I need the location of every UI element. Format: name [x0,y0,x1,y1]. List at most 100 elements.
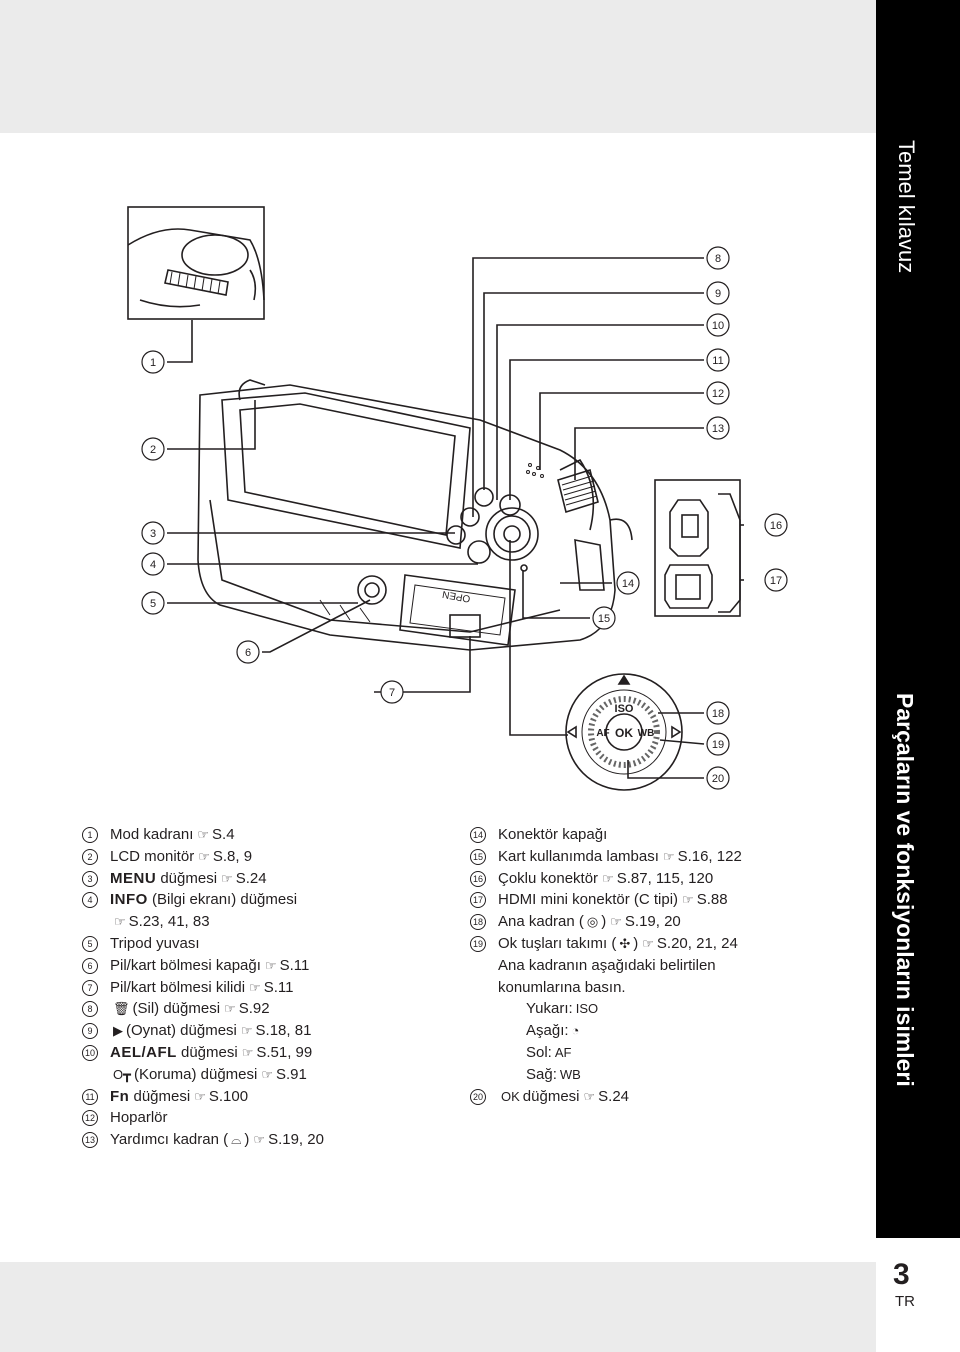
button-icon: OK [501,1088,520,1104]
callout-circle [616,571,640,595]
item-number: 11 [82,1088,98,1105]
page-reference: S.19, 20 [624,913,681,931]
page-reference: S.8, 9 [212,847,253,865]
button-key-label: AEL/AFL [110,1043,177,1061]
callout-number: 13 [712,423,724,435]
callout-circle [592,606,616,630]
direction-item: Yukarı:ISO [470,998,830,1020]
direction-item: Sağ:WB [470,1064,830,1086]
button-icon: 🗑 [113,1001,130,1017]
page-reference: S.11 [279,956,310,974]
callout-number: 18 [712,708,724,720]
item-text: (Koruma) düğmesi [133,1065,258,1083]
bottom-band [0,1262,876,1352]
item-text: Pil/kart bölmesi kapağı [110,956,261,974]
item-description: Ana kadranın aşağıdaki belirtilen [498,956,716,974]
mode-dial-inset [127,206,265,320]
ref-icon: ☞ [642,935,654,951]
ref-icon: ☞ [221,870,233,886]
ref-icon: ☞ [253,1132,266,1148]
item-text: Ok tuşları takımı ( [498,934,617,952]
item-number: 5 [82,935,98,952]
camera-diagram: OPEN ISO AF WB OK 1234567891011121314151… [127,206,788,791]
callout-number: 20 [712,773,724,785]
item-text: düğmesi [181,1043,238,1061]
item-text: Kart kullanımda lambası [498,847,659,865]
callout-circle [706,701,730,725]
item-number: 8 [82,1001,98,1018]
dial-af-label: AF [596,728,609,739]
item-text: düğmesi [522,1087,580,1105]
direction-item: Aşağı:◔ [470,1020,830,1042]
callout-number: 4 [150,559,156,571]
item-text: (Bilgi ekranı) düğmesi [152,891,298,909]
item-text: Konektör kapağı [498,826,608,843]
top-band [0,0,876,133]
page-reference: S.91 [276,1065,307,1083]
item-text: ) [633,934,639,952]
item-number: 16 [470,870,486,887]
direction-label: Yukarı: [526,1000,573,1018]
callout-number: 19 [712,739,724,751]
callout-number: 10 [712,320,724,332]
door-open-label: OPEN [441,588,471,604]
ref-icon: ☞ [264,957,277,973]
item-number: 17 [470,892,486,909]
direction-icon: AF [554,1044,572,1060]
dial-iso-label: ISO [615,703,634,715]
list-item: 8🗑(Sil) düğmesi☞S.92 [82,998,442,1020]
ref-icon: ☞ [224,1001,236,1017]
ref-icon: ☞ [198,848,210,864]
dial-ok-label: OK [615,726,633,740]
direction-item: Sol:AF [470,1042,830,1064]
item-text: LCD monitör [110,847,195,865]
page-reference: S.100 [208,1087,249,1105]
page-reference: S.24 [598,1087,630,1105]
ref-icon: ☞ [240,1023,253,1039]
ref-icon: ☞ [610,914,622,930]
callout-circle [706,313,730,337]
dial-wb-label: WB [638,728,655,739]
item-text: HDMI mini konektör (C tipi) [498,891,679,909]
callout-number: 12 [712,388,724,400]
callout-number: 1 [150,357,156,369]
callout-circle [706,381,730,405]
item-text: Yardımcı kadran ( [110,1131,229,1149]
symbol-icon: ✣ [619,935,631,951]
button-key-label: INFO [110,891,148,909]
side-black-bar [876,0,960,1238]
page-title: Parçaların ve fonksiyonların isimleri [892,693,918,1087]
ref-icon: ☞ [114,914,126,930]
page-reference: S.16, 122 [677,847,742,865]
page-reference: S.88 [696,891,728,909]
page-reference: S.92 [238,1000,270,1018]
ref-icon: ☞ [602,870,614,886]
item-text: Mod kadranı [110,826,194,843]
protect-icon: O┳ [113,1066,131,1082]
direction-label: Sağ: [526,1065,557,1083]
callout-circle [706,246,730,270]
callout-number: 7 [389,687,395,699]
list-item: 9▶(Oynat) düğmesi☞S.18, 81 [82,1020,442,1042]
item-number: 10 [82,1044,98,1061]
ref-icon: ☞ [194,1088,206,1104]
callout-circle [764,513,788,537]
button-icon: ▶ [113,1023,123,1039]
callout-circle [764,568,788,592]
page-number: 3 [893,1258,910,1291]
item-number: 19 [470,935,486,952]
callout-number: 14 [622,578,634,590]
ref-icon: ☞ [241,1044,254,1060]
callout-circle [141,521,165,545]
